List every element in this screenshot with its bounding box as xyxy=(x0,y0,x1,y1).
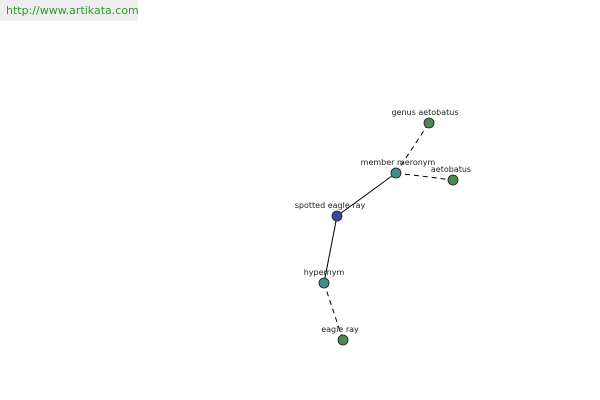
node-eagle-ray-dot[interactable] xyxy=(337,334,349,346)
nodes-layer: genus aetobatus member meronym aetobatus… xyxy=(295,108,471,346)
node-spotted-eagle-ray[interactable]: spotted eagle ray xyxy=(295,201,366,222)
node-member-meronym[interactable]: member meronym xyxy=(361,158,436,179)
node-hypernym[interactable]: hypernym xyxy=(304,268,345,289)
node-eagle-ray[interactable]: eagle ray xyxy=(321,325,359,346)
node-spotted-eagle-ray-label: spotted eagle ray xyxy=(295,201,366,210)
node-hypernym-label: hypernym xyxy=(304,268,345,277)
edge-spotted-eagle-ray-to-member-meronym xyxy=(336,172,397,217)
site-url-banner[interactable]: http://www.artikata.com xyxy=(0,0,139,21)
edges-layer xyxy=(323,122,454,341)
edge-spotted-eagle-ray-to-hypernym xyxy=(323,215,338,284)
node-genus-aetobatus-dot[interactable] xyxy=(423,117,435,129)
node-member-meronym-dot[interactable] xyxy=(390,167,402,179)
node-spotted-eagle-ray-dot[interactable] xyxy=(331,210,343,222)
node-aetobatus-label: aetobatus xyxy=(431,165,471,174)
node-genus-aetobatus[interactable]: genus aetobatus xyxy=(391,108,459,129)
node-member-meronym-label: member meronym xyxy=(361,158,436,167)
edge-hypernym-to-eagle-ray xyxy=(323,282,344,341)
node-aetobatus[interactable]: aetobatus xyxy=(431,165,471,186)
node-hypernym-dot[interactable] xyxy=(318,277,330,289)
edge-member-meronym-to-aetobatus xyxy=(395,172,454,181)
node-aetobatus-dot[interactable] xyxy=(447,174,459,186)
node-genus-aetobatus-label: genus aetobatus xyxy=(391,108,458,117)
node-eagle-ray-label: eagle ray xyxy=(321,325,359,334)
edge-member-meronym-to-genus-aetobatus xyxy=(395,122,430,174)
